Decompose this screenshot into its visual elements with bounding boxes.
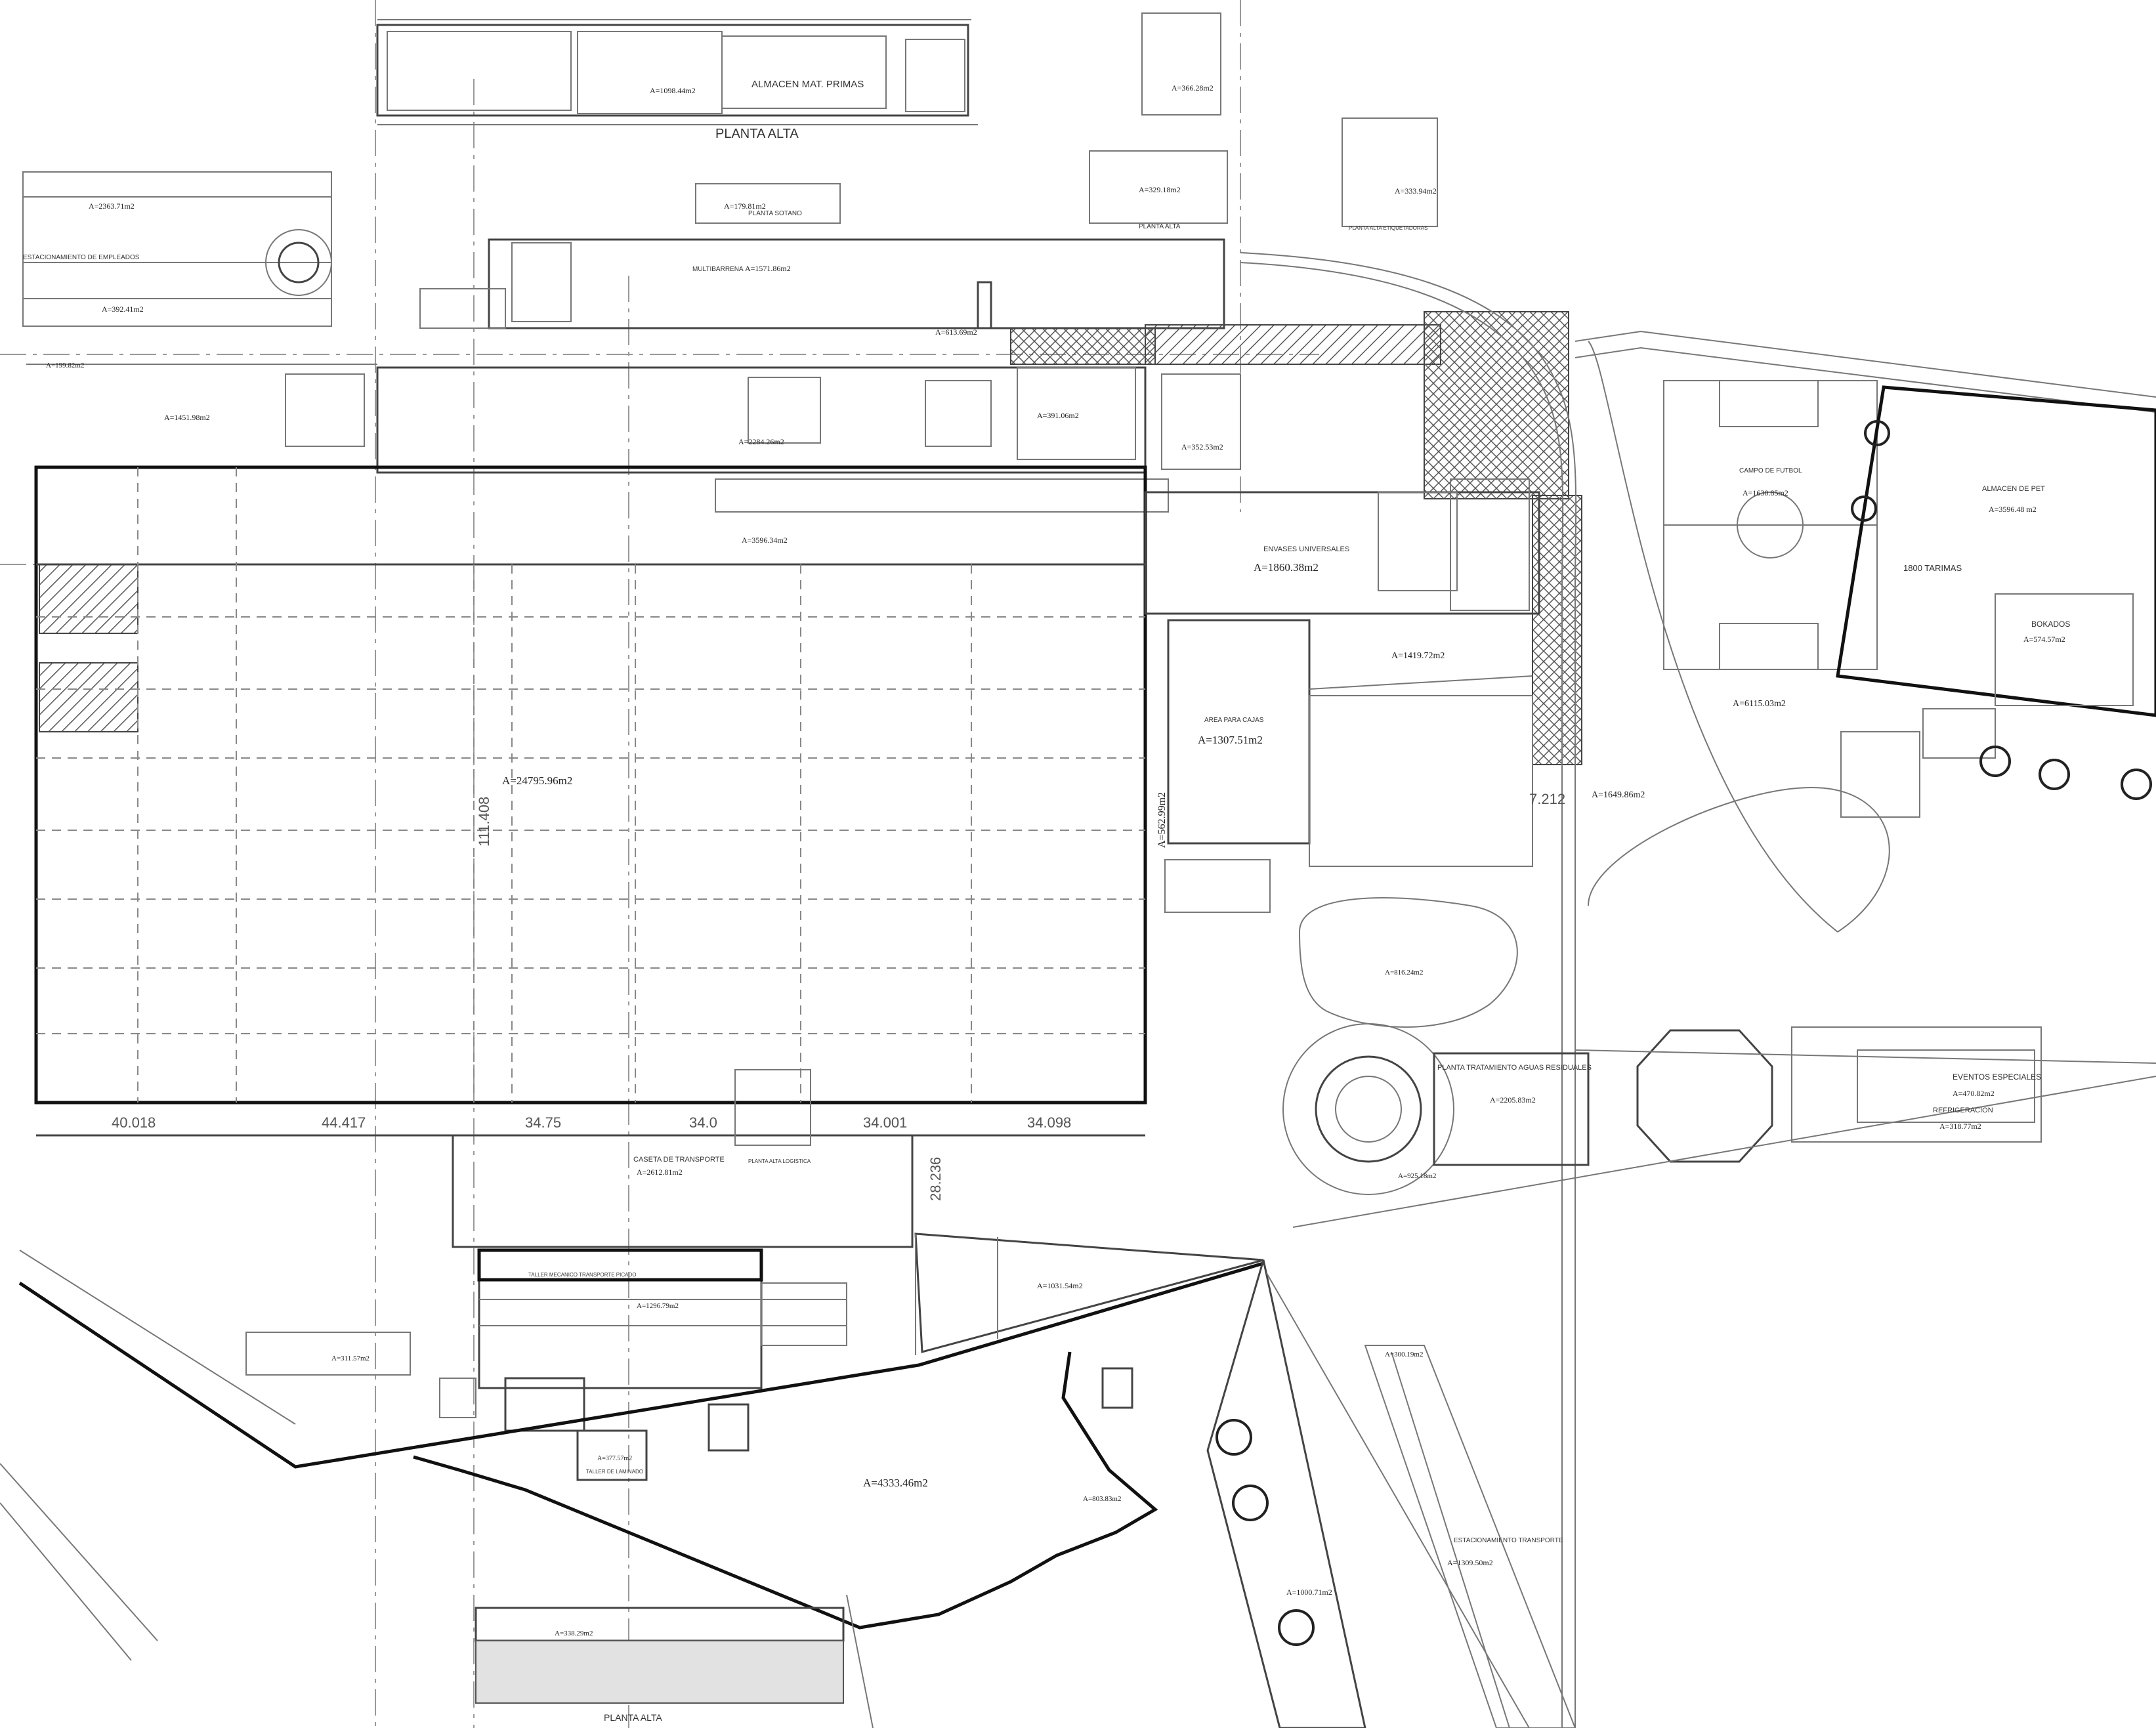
area-taller: A=1296.79m2 [637,1302,679,1310]
dim-bay-1: 40.018 [112,1114,156,1131]
heading-planta-alta-bottom: PLANTA ALTA [604,1712,662,1723]
area-lines: A=3596.34m2 [742,536,788,545]
area-top-right: A=366.28m2 [1172,83,1214,93]
area-estacionamiento: A=2363.71m2 [89,201,135,211]
heading-caseta: CASETA DE TRANSPORTE [633,1156,725,1164]
heading-multibarrena: MULTIBARRENA [692,266,744,273]
heading-tarimas: 1800 TARIMAS [1903,563,1962,573]
heading-eventos: EVENTOS ESPECIALES [1953,1072,2041,1082]
area-production: A=2284.26m2 [738,437,784,446]
caseta-transporte [452,1069,914,1248]
dimension-labels: 40.018 44.417 34.75 34.0 34.001 34.098 1… [112,791,1565,1201]
area-corridor: A=562.99m2 [1156,792,1168,848]
heading-refrigeracion: REFRIGERACION [1933,1106,1993,1114]
production-blocks [26,238,1241,513]
area-almacen: A=1098.44m2 [650,86,696,95]
area-yard: A=1419.72m2 [1391,651,1445,661]
area-campo: A=1630.85m2 [1743,488,1788,497]
area-small-south: A=803.83m2 [1083,1495,1121,1503]
soccer-field [1663,380,1878,670]
area-etiquetadoras: A=333.94m2 [1395,186,1437,196]
heading-etiquetadoras: PLANTA ALTA ETIQUETADORAS [1349,225,1427,231]
area-curve-zone: A=1649.86m2 [1592,790,1645,800]
area-sotano: A=179.81m2 [724,201,766,211]
area-left-top: A=199.82m2 [46,362,84,369]
heading-area-cajas: AREA PARA CAJAS [1204,717,1264,724]
bottom-building [475,1607,845,1704]
dim-bay-3: 34.75 [525,1114,561,1131]
dim-bay-2: 44.417 [322,1114,366,1131]
trees [1215,420,2152,1646]
area-production-right: A=391.06m2 [1037,411,1079,420]
heading-taller-mecanico: TALLER MECANICO TRANSPORTE PICADO [528,1272,636,1278]
heading-almacen-mat-primas: ALMACEN MAT. PRIMAS [751,79,864,90]
area-tratamiento: A=2205.83m2 [1490,1095,1536,1105]
dim-vertical-south: 28.236 [927,1157,944,1201]
heading-estacionamiento-transporte: ESTACIONAMIENTO TRANSPORTE [1454,1537,1563,1544]
heading-almacen-pet: ALMACEN DE PET [1982,485,2045,493]
south-workshops [245,1248,847,1432]
south-boundary [0,1233,1264,1728]
heading-bokados: BOKADOS [2031,620,2070,629]
hatched-strip-top [1145,324,1441,365]
grid-paving-small [1010,327,1156,365]
area-ops-right: A=352.53m2 [1181,442,1223,452]
heading-planta-alta-logistica: PLANTA ALTA LOGISTICA [748,1158,811,1164]
heading-planta-alta-mid: PLANTA ALTA [1139,223,1181,230]
area-oval: A=816.24m2 [1385,969,1423,977]
area-cajas: A=1307.51m2 [1198,734,1263,746]
area-bottom: A=338.29m2 [555,1630,593,1637]
area-triangle: A=300.19m2 [1385,1351,1423,1359]
labels: PLANTA ALTA ALMACEN MAT. PRIMAS PLANTA S… [23,79,2070,1723]
top-building [376,12,1438,227]
area-center-south: A=1031.54m2 [1037,1281,1083,1290]
axis-lines [0,0,1319,1728]
heading-taller-laminado: TALLER DE LAMINADO [586,1469,643,1475]
area-caseta: A=2612.81m2 [637,1168,683,1177]
area-laminado: A=377.57m2 [597,1455,632,1462]
area-bokados: A=574.57m2 [2023,635,2065,644]
heading-planta-alta-top: PLANTA ALTA [715,127,799,141]
employee-parking [22,171,332,327]
hatched-bay-1 [39,564,138,634]
area-envases: A=1860.38m2 [1254,561,1319,574]
dim-vertical-main: 111.408 [476,797,492,847]
dim-bay-4: 34.0 [689,1114,717,1131]
area-patio-sw: A=311.57m2 [331,1355,370,1362]
area-campus: A=6115.03m2 [1733,699,1786,709]
heading-planta-tratamiento: PLANTA TRATAMIENTO AGUAS RESIDUALES [1437,1064,1592,1072]
water-treatment [1282,1023,2156,1228]
area-big-south: A=4333.46m2 [863,1477,928,1489]
area-multibarrena: A=1571.86m2 [745,264,791,273]
oval-green [1298,897,1518,1028]
area-small-treat: A=925.18m2 [1398,1172,1436,1180]
area-est-transporte: A=1309.50m2 [1447,1558,1493,1567]
dim-bay-5: 34.001 [863,1114,907,1131]
area-left-block: A=1451.98m2 [164,413,210,422]
heading-planta-sotano: PLANTA SOTANO [748,210,802,217]
area-refrigeracion: A=318.77m2 [1939,1122,1981,1131]
dim-corridor: 7.212 [1529,791,1565,807]
grid-paving [1424,311,1569,499]
area-planta-alta-mid: A=329.18m2 [1139,185,1181,194]
area-parking-lower: A=392.41m2 [102,305,144,314]
dim-bay-6: 34.098 [1027,1114,1071,1131]
area-eventos: A=470.82m2 [1953,1089,1995,1098]
area-labels: A=1098.44m2 A=366.28m2 A=333.94m2 A=179.… [46,83,2065,1637]
area-pet: A=3596.48 m2 [1989,505,2037,514]
heading-envases: ENVASES UNIVERSALES [1263,545,1349,553]
roads [1240,252,2156,1728]
hatched-bay-2 [39,662,138,732]
area-road-strip: A=1000.71m2 [1286,1588,1332,1597]
area-mid-center: A=613.69m2 [935,327,977,337]
pet-warehouse [1836,385,2156,818]
envases-block [1144,478,1540,913]
hatched-corridor [1532,495,1582,765]
big-warehouse [34,465,1147,1137]
area-big-warehouse: A=24795.96m2 [502,774,572,787]
heading-campo-futbol: CAMPO DE FUTBOL [1739,467,1802,474]
heading-estacionamiento-empleados: ESTACIONAMIENTO DE EMPLEADOS [23,254,140,261]
south-strips [1206,1259,1576,1728]
